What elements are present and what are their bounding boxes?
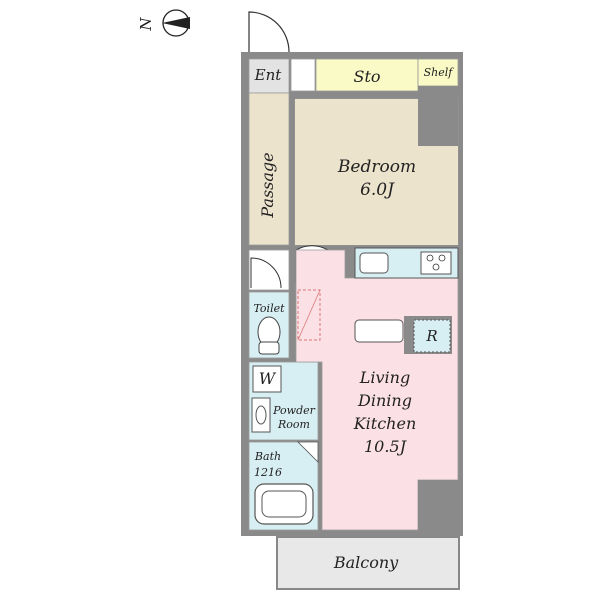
powder-label-1: Powder — [272, 404, 316, 417]
balcony-area — [276, 536, 460, 590]
compass: N — [137, 9, 190, 37]
stove-icon — [420, 251, 452, 275]
shelf-label: Shelf — [424, 66, 455, 79]
bath-label: Bath — [254, 450, 281, 463]
ldk-label-1: Living — [359, 368, 410, 387]
basin-icon — [255, 405, 267, 425]
passage-area — [248, 92, 290, 246]
balcony-label: Balcony — [333, 553, 399, 572]
closet-diagonal — [297, 289, 321, 341]
toilet-tank-icon — [258, 341, 280, 355]
bath-size: 1216 — [254, 466, 282, 479]
storage-side — [290, 58, 316, 92]
shelf-area — [417, 58, 459, 87]
bath-door-mark — [297, 441, 319, 463]
burner-icon — [426, 254, 434, 262]
toilet-door-swing — [250, 257, 282, 289]
toilet-label: Toilet — [253, 302, 285, 315]
washer-label: W — [259, 369, 277, 388]
north-arrow-icon — [162, 17, 190, 29]
island-counter — [354, 319, 404, 343]
wall-notch-bottom — [418, 480, 458, 530]
north-label: N — [137, 17, 155, 32]
bedroom-label: Bedroom — [337, 157, 416, 177]
sink-icon — [359, 252, 389, 274]
hall-door-area — [248, 249, 290, 291]
refrigerator-space — [413, 319, 451, 353]
burner-icon — [432, 263, 440, 271]
ent-label: Ent — [254, 66, 283, 84]
closet-outline — [297, 289, 321, 341]
bathtub-inner — [261, 490, 307, 518]
powder-label-2: Room — [277, 418, 310, 431]
storage-area — [315, 58, 419, 92]
entrance-door-swing — [248, 11, 290, 53]
burner-icon — [438, 254, 446, 262]
washer-space — [252, 365, 282, 393]
sto-label: Sto — [353, 67, 380, 86]
passage-label: Passage — [258, 152, 277, 218]
ldk-size: 10.5J — [364, 437, 408, 456]
refrigerator-label: R — [425, 327, 437, 345]
ldk-label-3: Kitchen — [353, 414, 417, 433]
wall-notch — [418, 86, 458, 146]
bedroom-size: 6.0J — [360, 180, 395, 200]
ldk-label-2: Dining — [357, 391, 412, 410]
